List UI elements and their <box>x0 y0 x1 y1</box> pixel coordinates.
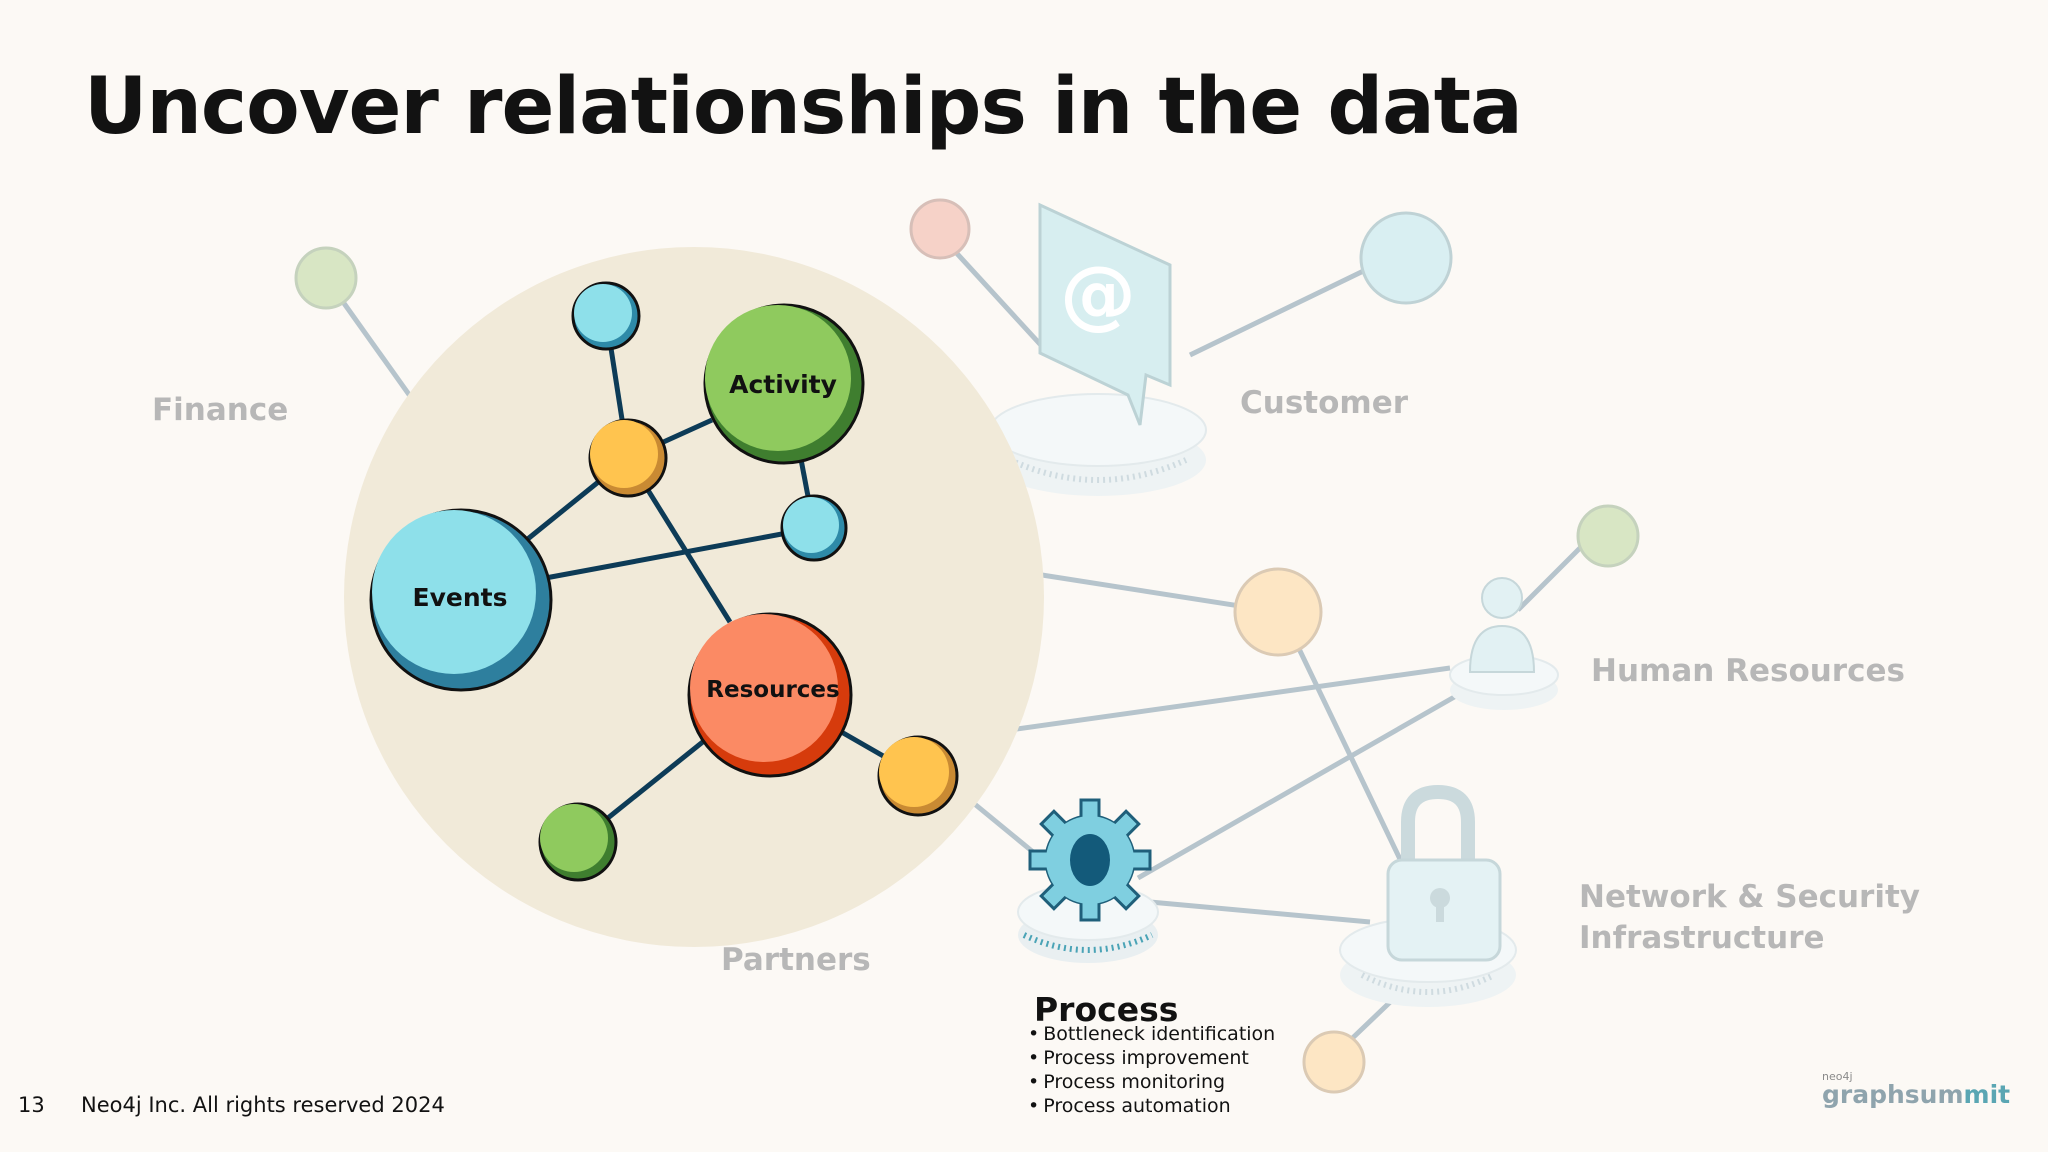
lens-circle <box>344 247 1044 947</box>
process-bullet: Bottleneck identification <box>1028 1022 1275 1046</box>
small-node-right-blue <box>780 494 848 562</box>
faded-node-pink <box>909 198 971 260</box>
faded-node-hr <box>1576 504 1640 568</box>
node-activity: Activity <box>703 303 865 465</box>
process-bullet: Process monitoring <box>1028 1070 1275 1094</box>
page-title: Uncover relationships in the data <box>84 62 1523 152</box>
node-resources-label: Resources <box>706 677 839 703</box>
svg-text:@: @ <box>1060 249 1136 338</box>
small-node-yellow-top <box>588 418 668 498</box>
faded-node-middle <box>1233 567 1323 657</box>
small-node-green-bottom <box>538 802 618 882</box>
node-activity-label: Activity <box>729 370 837 399</box>
process-bullet: Process automation <box>1028 1094 1275 1118</box>
small-node-top-blue <box>571 281 641 351</box>
label-customer: Customer <box>1240 385 1409 421</box>
faded-node-finance <box>294 246 358 310</box>
node-events: Events <box>369 508 553 692</box>
page-number: 13 <box>18 1093 45 1117</box>
label-partners-line2: Partners <box>721 942 871 978</box>
copyright-text: Neo4j Inc. All rights reserved 2024 <box>81 1093 445 1117</box>
faded-node-bottom <box>1302 1030 1366 1094</box>
label-network-security-line2: Infrastructure <box>1579 920 1825 956</box>
email-at-icon: @ <box>1038 202 1172 426</box>
graphsummit-logo: neo4j graphsummit <box>1822 1070 2010 1110</box>
lock-icon <box>1386 784 1502 962</box>
label-finance: Finance <box>152 392 289 428</box>
node-resources: Resources <box>687 612 853 778</box>
gear-icon <box>1028 798 1152 922</box>
person-icon <box>1468 577 1536 673</box>
brand-graphsummit-text: graphsummit <box>1822 1080 2011 1109</box>
node-events-label: Events <box>413 583 508 612</box>
brand-neo4j-text: neo4j <box>1822 1070 1853 1083</box>
small-node-yellow-right <box>877 735 959 817</box>
process-bullets: Bottleneck identification Process improv… <box>1028 1022 1275 1118</box>
label-human-resources: Human Resources <box>1591 653 1905 689</box>
process-bullet: Process improvement <box>1028 1046 1275 1070</box>
label-network-security-line1: Network & Security <box>1579 879 1920 915</box>
faded-node-customer <box>1359 211 1453 305</box>
